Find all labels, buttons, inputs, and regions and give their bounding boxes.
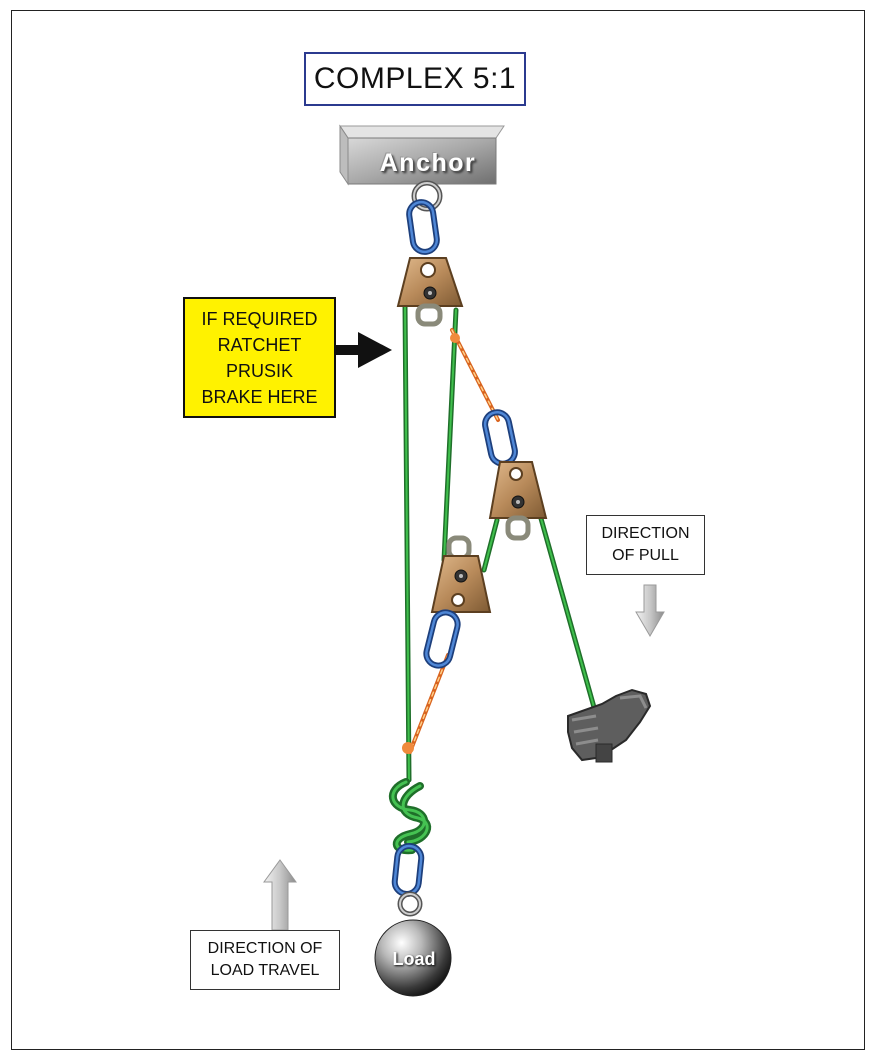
ring-icon bbox=[411, 180, 443, 212]
load-travel-line: DIRECTION OF bbox=[207, 940, 323, 957]
pulley-icon bbox=[430, 535, 492, 613]
pulley-icon bbox=[488, 461, 548, 541]
direction-of-load-travel-label: DIRECTION OF LOAD TRAVEL bbox=[190, 930, 340, 990]
ratchet-prusik-note: IF REQUIRED RATCHET PRUSIK BRAKE HERE bbox=[183, 297, 336, 418]
rope-lines bbox=[402, 302, 609, 783]
prusik-cords bbox=[402, 328, 500, 754]
arrow-right-icon bbox=[336, 332, 392, 368]
carabiner-icon bbox=[482, 409, 518, 467]
note-line: RATCHET bbox=[217, 334, 302, 355]
figure-eight-knot-icon bbox=[389, 778, 432, 855]
arrow-up-icon bbox=[263, 859, 297, 931]
ring-icon bbox=[397, 891, 423, 917]
diagram-title: COMPLEX 5:1 bbox=[304, 52, 526, 106]
glove-icon bbox=[567, 688, 652, 763]
carabiner-icon bbox=[406, 199, 440, 255]
pull-label-line: DIRECTION bbox=[601, 525, 690, 542]
note-line: IF REQUIRED bbox=[201, 308, 318, 329]
pulley-icon bbox=[396, 257, 464, 327]
load-ball-icon bbox=[374, 919, 452, 997]
anchor-label: Anchor bbox=[379, 148, 477, 177]
carabiner-icon bbox=[423, 609, 461, 669]
load-label: Load bbox=[392, 948, 436, 969]
arrow-down-icon bbox=[635, 584, 665, 637]
load-travel-line: LOAD TRAVEL bbox=[210, 962, 320, 979]
note-line: BRAKE HERE bbox=[201, 386, 318, 407]
note-line: PRUSIK bbox=[225, 360, 294, 381]
pull-label-line: OF PULL bbox=[612, 547, 679, 564]
direction-of-pull-label: DIRECTION OF PULL bbox=[586, 515, 705, 575]
